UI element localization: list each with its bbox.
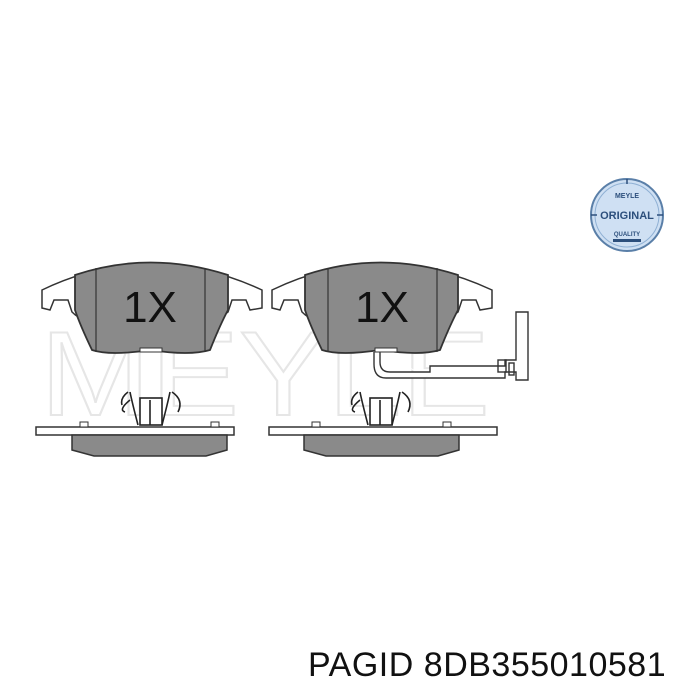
- badge-center-text: ORIGINAL: [600, 210, 654, 222]
- brake-pad-left: 1X: [35, 261, 263, 457]
- badge-bottom-text: QUALITY: [614, 232, 640, 238]
- badge-top-text: MEYLE: [615, 193, 639, 200]
- clip-right: [350, 391, 411, 426]
- part-number: 8DB355010581: [423, 646, 667, 684]
- brand-name: PAGID: [308, 646, 414, 684]
- pad-right-label: 1X: [355, 283, 409, 332]
- pad-left-label: 1X: [123, 283, 177, 332]
- brake-pad-right: 1X: [268, 261, 529, 457]
- clip-left: [120, 391, 181, 426]
- meyle-original-badge: MEYLE ORIGINAL QUALITY: [590, 178, 664, 252]
- wear-sensor: [373, 311, 529, 381]
